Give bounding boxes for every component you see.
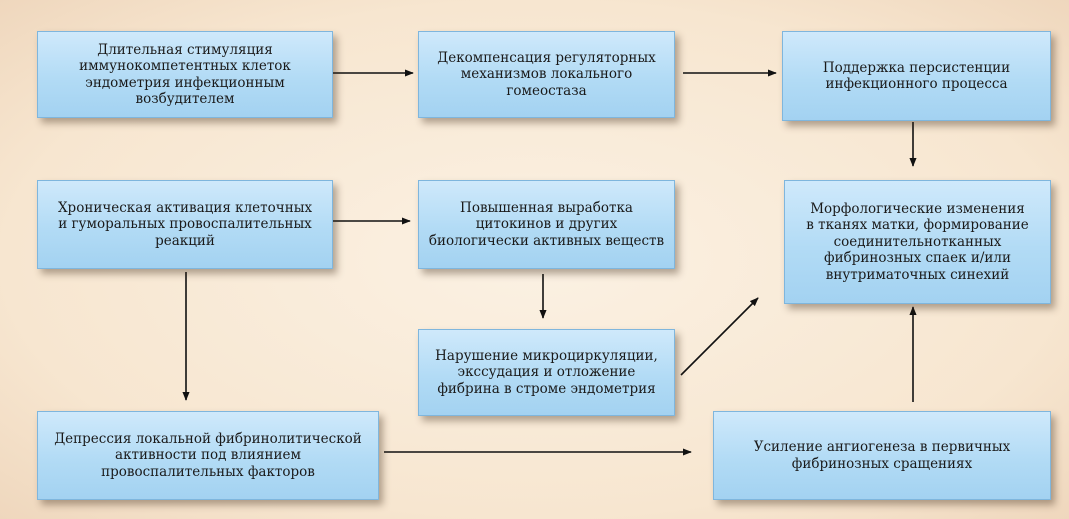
node-angiogenesis: Усиление ангиогенеза в первичных фибрино… [713,411,1051,500]
node-morphology: Морфологические изменения в тканях матки… [784,180,1051,304]
node-chronic-activation: Хроническая активация клеточных и гумора… [37,180,333,269]
edge-microcirculation-to-morphology [680,297,759,376]
node-cytokines: Повышенная выработка цитокинов и других … [418,180,675,269]
node-microcirculation: Нарушение микроциркуляции, экссудация и … [418,329,675,416]
node-persistence: Поддержка персистенции инфекционного про… [782,31,1051,121]
node-decompensation: Декомпенсация регуляторных механизмов ло… [418,31,675,118]
node-stimulation: Длительная стимуляция иммунокомпетентных… [37,31,333,118]
node-fibrinolytic: Депрессия локальной фибринолитической ак… [37,411,379,500]
